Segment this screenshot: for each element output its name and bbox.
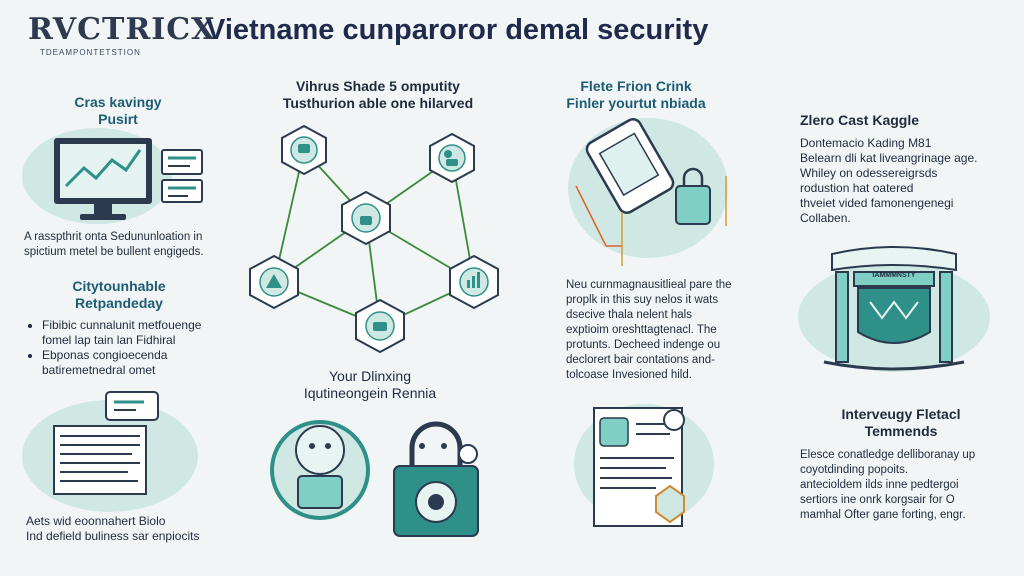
- monitoring-heading: Cras kavingy Pusirt: [74, 94, 162, 127]
- shield-badge-label: IAMMMNSTY: [872, 272, 916, 279]
- audit-document-icon: [593, 407, 685, 527]
- firewall-paragraph: Neu curnmagnausitlieal pare the proplk i…: [566, 279, 732, 381]
- brand-tagline: TDEAMPONTETSTION: [40, 48, 141, 57]
- incident-response-heading: Interveugy Fletacl Temmends: [841, 406, 961, 439]
- network-heading: Vihrus Shade 5 omputity Tusthurion able …: [282, 78, 474, 111]
- document-chat-icon: [53, 391, 159, 495]
- device-security-icon: [575, 118, 727, 266]
- list-item: Fibibic cunnalunit metfouenge fomel lap …: [42, 318, 232, 348]
- firewall-heading: Flete Frion Crink Finler yourtut nbiada: [566, 78, 706, 111]
- compliance-shield-icon: [823, 246, 965, 371]
- list-item: Ebponas congioecenda batiremetnedral ome…: [42, 348, 232, 378]
- resilience-list: Fibibic cunnalunit metfouenge fomel lap …: [28, 318, 232, 378]
- page-title: Vietname cunparoror demal security: [206, 14, 709, 46]
- monitoring-paragraph: A rasspthrit onta Sedununloation in spic…: [24, 231, 204, 258]
- locks-caption: Your Dlinxing Iqutineongein Rennia: [303, 368, 437, 401]
- zero-trust-paragraph: Dontemacio Kading M81 Belearn dli kat li…: [800, 136, 978, 225]
- resilience-heading: Citytounhable Retpandeday: [72, 278, 166, 311]
- incident-response-paragraph: Elesce conatledge delliboranay up coyotd…: [800, 449, 976, 521]
- secure-locks-illustration: [270, 420, 479, 537]
- zero-trust-heading: Zlero Cast Kaggle: [800, 112, 920, 128]
- brand-logo: RVCTRICX: [28, 12, 216, 47]
- network-diagram: [249, 124, 499, 354]
- document-paragraph: Aets wid eoonnahert Biolo Ind defield bu…: [26, 514, 200, 543]
- monitor-chart-icon: [54, 138, 203, 220]
